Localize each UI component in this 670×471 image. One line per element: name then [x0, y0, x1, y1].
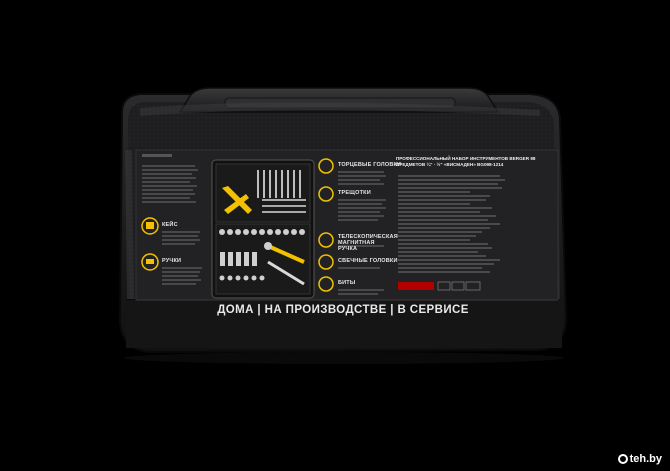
section-icons-center [318, 158, 334, 292]
case-side-reflection [125, 150, 134, 300]
socket-grid [219, 229, 305, 281]
center-text-lines [338, 171, 386, 295]
section-heading-ratchets: ТРЕЩОТКИ [338, 190, 371, 196]
section-heading-case: КЕЙС [162, 222, 178, 228]
left-text-lines [142, 165, 202, 285]
product-label [135, 149, 559, 301]
pliers [222, 186, 252, 214]
ratchet-head [264, 242, 272, 250]
section-heading-bits: БИТЫ [338, 280, 356, 286]
watermark: teh.by [617, 453, 662, 465]
badge-red-box [398, 282, 434, 290]
badge-box-2 [451, 281, 465, 291]
wrench-group [257, 170, 301, 198]
slogan: ДОМА | НА ПРОИЗВОДСТВЕ | В СЕРВИСЕ [217, 304, 469, 316]
spec-list-lines [398, 175, 505, 273]
handle-grip [224, 97, 456, 109]
case-reflection [140, 102, 540, 116]
watermark-text: teh.by [629, 453, 662, 465]
ratchet-2 [267, 260, 305, 286]
watermark-logo-icon [617, 454, 628, 464]
case-base [126, 300, 562, 348]
section-heading-magnetic-handle: ТЕЛЕСКОПИЧЕСКАЯ МАГНИТНАЯ РУЧКА [338, 234, 398, 252]
case-shadow [124, 352, 564, 364]
badge-box-1 [437, 281, 451, 291]
wrench-group-lower [262, 199, 306, 213]
section-icons-left [141, 154, 172, 271]
product-title: ПРОФЕССИОНАЛЬНЫЙ НАБОР ИНСТРУМЕНТОВ BERG… [396, 156, 536, 167]
pliers-handle [224, 194, 249, 214]
section-heading-spark-sockets: СВЕЧНЫЕ ГОЛОВКИ [338, 258, 398, 264]
section-heading-sockets: ТОРЦЕВЫЕ ГОЛОВКИ [338, 162, 402, 168]
badge-box-3 [465, 281, 481, 291]
section-heading-handles: РУЧКИ [162, 258, 182, 264]
ratchet [267, 244, 305, 264]
